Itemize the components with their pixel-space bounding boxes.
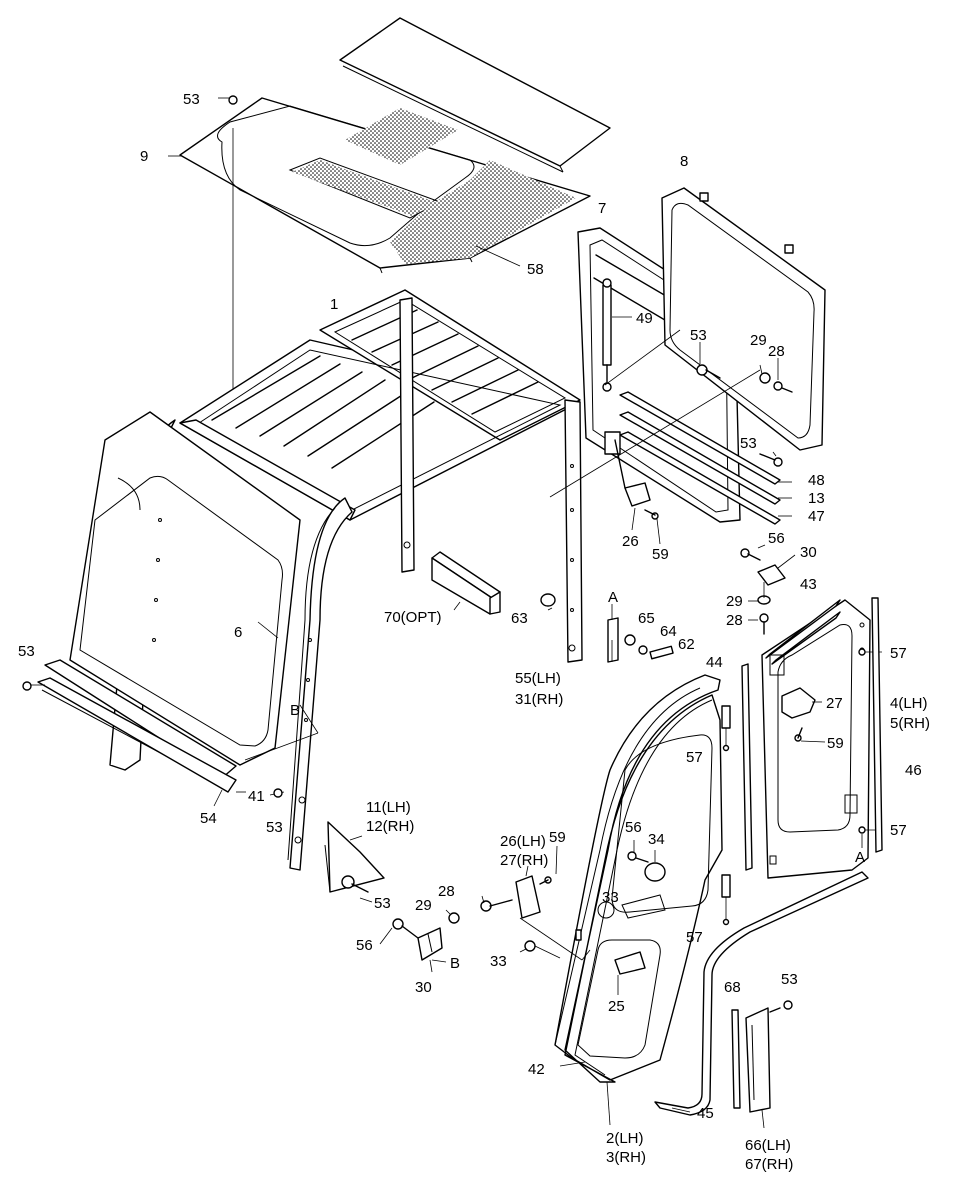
callout-34: 34 — [648, 831, 665, 848]
front-sill-rail — [30, 659, 237, 793]
callout-57-top: 57 — [890, 645, 907, 662]
callout-12-rh: 12(RH) — [366, 818, 414, 835]
callout-53-window: 53 — [690, 327, 707, 344]
callout-53-left: 53 — [18, 643, 35, 660]
callout-57-low: 57 — [686, 929, 703, 946]
door-frame-2 — [554, 674, 723, 1083]
callout-53: 53 — [183, 91, 200, 108]
rh-door-glass-4 — [761, 599, 871, 879]
callout-48: 48 — [808, 472, 825, 489]
callout-28-hinge: 28 — [438, 883, 455, 900]
callout-47: 47 — [808, 508, 825, 525]
callout-A-bottom: A — [855, 849, 865, 866]
bracket-70-opt — [431, 551, 501, 615]
callout-7: 7 — [598, 200, 606, 217]
callout-56-hinge: 56 — [356, 937, 373, 954]
door-hinge-26 — [515, 875, 552, 919]
callout-44: 44 — [706, 654, 723, 671]
callout-8: 8 — [680, 153, 688, 170]
callout-2-lh: 2(LH) — [606, 1130, 644, 1147]
callout-56: 56 — [768, 530, 785, 547]
rear-window-glass-8 — [661, 187, 826, 451]
callout-41: 41 — [248, 788, 265, 805]
roof-inner-panel — [179, 97, 591, 274]
callout-56-door: 56 — [625, 819, 642, 836]
callout-29-door: 29 — [726, 593, 743, 610]
callout-45: 45 — [697, 1105, 714, 1122]
callout-A-top: A — [608, 589, 618, 606]
callout-68: 68 — [724, 979, 741, 996]
callout-1: 1 — [330, 296, 338, 313]
callout-53-seal: 53 — [781, 971, 798, 988]
callout-26: 26 — [622, 533, 639, 550]
callout-30: 30 — [800, 544, 817, 561]
callout-63: 63 — [511, 610, 528, 627]
callout-27: 27 — [826, 695, 843, 712]
callout-57-bottom: 57 — [890, 822, 907, 839]
callout-29-hinge: 29 — [415, 897, 432, 914]
corner-plate-11 — [324, 821, 385, 893]
callout-30-hinge: 30 — [415, 979, 432, 996]
callout-28: 28 — [768, 343, 785, 360]
callout-B-bottom: B — [450, 955, 460, 972]
callout-46: 46 — [905, 762, 922, 779]
callout-25: 25 — [608, 998, 625, 1015]
latch-bracket-26 — [604, 431, 659, 520]
callout-57-mid: 57 — [686, 749, 703, 766]
door-hinge-30-lower — [417, 927, 443, 961]
callout-31-rh: 31(RH) — [515, 691, 563, 708]
callout-13: 13 — [808, 490, 825, 507]
callout-6: 6 — [234, 624, 242, 641]
callout-42: 42 — [528, 1061, 545, 1078]
callout-53-plate: 53 — [374, 895, 391, 912]
callout-70-opt: 70(OPT) — [384, 609, 442, 626]
callout-29: 29 — [750, 332, 767, 349]
callout-33-hinge: 33 — [490, 953, 507, 970]
callout-58: 58 — [527, 261, 544, 278]
gas-strut-49 — [602, 278, 612, 392]
rear-window-rails — [619, 391, 781, 525]
door-latch-27 — [781, 687, 816, 742]
cab-frame — [69, 289, 583, 871]
callout-59: 59 — [652, 546, 669, 563]
callout-26-lh: 26(LH) — [500, 833, 546, 850]
callout-54: 54 — [200, 810, 217, 827]
callout-11-lh: 11(LH) — [366, 799, 411, 816]
callout-28-door: 28 — [726, 612, 743, 629]
callout-5-rh: 5(RH) — [890, 715, 930, 732]
callout-B-top: B — [290, 702, 300, 719]
callout-3-rh: 3(RH) — [606, 1149, 646, 1166]
callout-33-door: 33 — [602, 889, 619, 906]
callout-9: 9 — [140, 148, 148, 165]
callout-55-lh: 55(LH) — [515, 670, 561, 687]
callout-49: 49 — [636, 310, 653, 327]
callout-59-door: 59 — [827, 735, 844, 752]
callout-53-sill: 53 — [266, 819, 283, 836]
callout-64: 64 — [660, 623, 677, 640]
callout-67-rh: 67(RH) — [745, 1156, 793, 1173]
callout-53-rail: 53 — [740, 435, 757, 452]
callout-66-lh: 66(LH) — [745, 1137, 791, 1154]
roof-outer-cover — [339, 17, 611, 173]
callout-62: 62 — [678, 636, 695, 653]
callout-4-lh: 4(LH) — [890, 695, 928, 712]
callout-43: 43 — [800, 576, 817, 593]
callout-65: 65 — [638, 610, 655, 627]
striker-plate-55 — [607, 617, 674, 663]
callout-59-hinge: 59 — [549, 829, 566, 846]
callout-27-rh: 27(RH) — [500, 852, 548, 869]
